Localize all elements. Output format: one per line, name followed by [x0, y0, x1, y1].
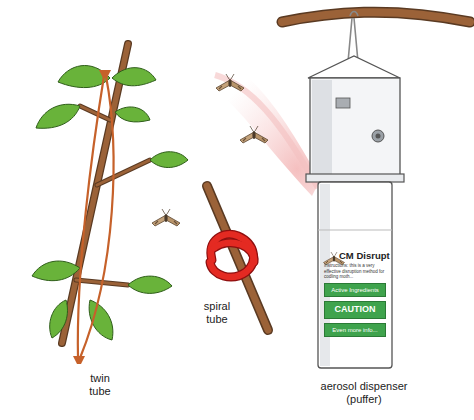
brand-name: CM Disrupt — [324, 250, 386, 262]
panel-text: Even more info... — [332, 326, 377, 334]
label-panel: CAUTION — [324, 301, 386, 319]
dispenser-label: CM DisruptInstructions: this is a very e… — [320, 248, 390, 366]
panel-text: CAUTION — [335, 304, 376, 315]
part-label: spiral tube — [196, 300, 238, 326]
instruction-text: Instructions: this is a very effective d… — [324, 263, 386, 280]
part-label: twin tube — [78, 372, 122, 398]
part-label: aerosol dispenser (puffer) — [316, 380, 412, 406]
panel-text: Active Ingredients — [331, 286, 379, 294]
label-panel: Active Ingredients — [324, 283, 386, 297]
label-panel: Even more info... — [324, 323, 386, 337]
